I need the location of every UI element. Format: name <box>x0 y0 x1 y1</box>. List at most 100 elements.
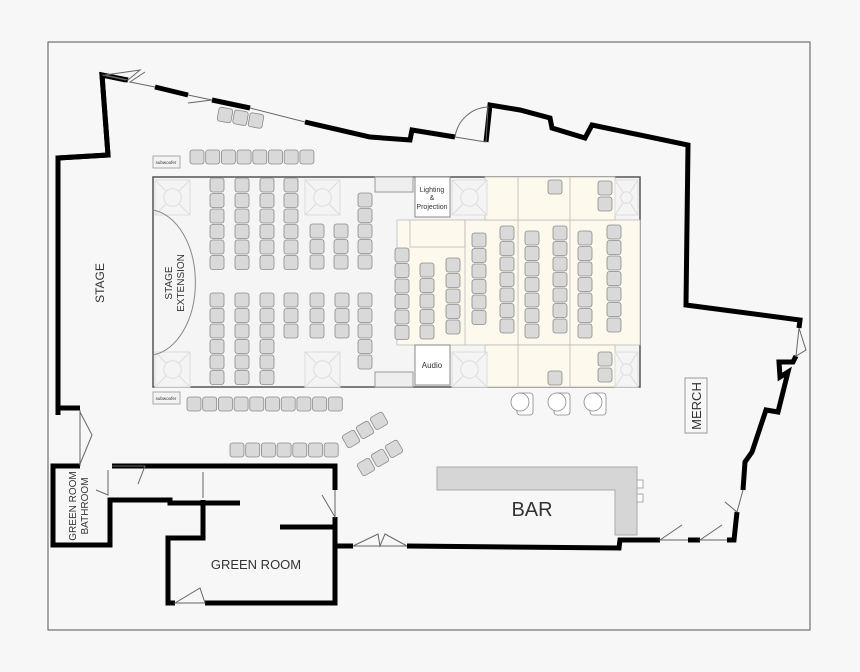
bar-counter <box>436 466 638 536</box>
chair <box>283 239 299 255</box>
chair <box>283 149 299 165</box>
door <box>795 327 807 357</box>
chair <box>309 292 325 308</box>
chair <box>265 396 280 412</box>
chair <box>419 278 435 293</box>
chair <box>471 279 487 294</box>
chair <box>209 339 225 354</box>
chair <box>233 396 249 412</box>
speaker <box>154 351 191 388</box>
chair <box>236 149 252 165</box>
chair <box>577 292 593 308</box>
chair <box>234 208 250 224</box>
chair <box>234 323 250 339</box>
chair <box>299 149 315 165</box>
chair <box>357 323 373 339</box>
chair <box>186 396 202 412</box>
chair <box>309 308 325 323</box>
chair <box>205 149 221 165</box>
speaker <box>451 351 488 388</box>
merch-label: MERCH <box>689 382 704 430</box>
door <box>321 490 336 519</box>
chair <box>341 429 361 449</box>
chair <box>357 223 373 239</box>
chair <box>524 323 540 339</box>
outer-wall-top-2 <box>154 84 189 98</box>
chair <box>357 192 373 208</box>
chair <box>209 239 225 255</box>
speakers <box>154 179 639 388</box>
green-room-label: GREEN ROOM <box>211 557 301 572</box>
chair <box>499 318 515 334</box>
chair <box>445 257 461 273</box>
chair <box>259 292 275 308</box>
chair <box>606 224 622 240</box>
chair <box>216 106 234 124</box>
chair <box>327 396 343 412</box>
chair <box>259 354 275 370</box>
door <box>95 465 146 496</box>
subwoofer <box>152 391 181 405</box>
chair <box>394 294 410 309</box>
chair <box>394 325 410 340</box>
chair <box>259 370 275 385</box>
chair <box>552 225 568 241</box>
chair <box>296 396 312 412</box>
chair <box>283 323 299 339</box>
chair <box>252 149 268 165</box>
chair <box>577 308 593 323</box>
chair <box>259 339 275 354</box>
chair <box>234 292 250 308</box>
chair <box>445 319 461 335</box>
chair <box>357 354 373 370</box>
door <box>698 524 727 541</box>
doors <box>79 69 807 604</box>
chair <box>334 323 350 339</box>
chair <box>597 351 613 367</box>
chair <box>232 109 249 126</box>
chair <box>234 308 250 323</box>
chair <box>259 308 275 323</box>
stairs <box>374 371 414 388</box>
chair <box>259 177 275 193</box>
green-room-east-wall <box>205 517 338 606</box>
chair <box>333 254 349 270</box>
chair <box>234 177 250 193</box>
chair <box>209 323 225 339</box>
outer-wall-south <box>727 511 740 543</box>
chair <box>234 239 250 255</box>
lighting-label: Lighting <box>420 187 445 194</box>
chair <box>249 396 265 412</box>
chair <box>308 442 323 458</box>
chair <box>189 149 205 165</box>
door <box>128 71 156 88</box>
chairs <box>186 106 622 477</box>
chair <box>209 177 225 193</box>
chair <box>471 263 487 279</box>
chair <box>606 302 622 317</box>
speaker <box>451 179 488 216</box>
chair <box>333 239 349 254</box>
chair <box>283 208 299 224</box>
bar-stool <box>636 479 644 489</box>
door <box>352 533 408 548</box>
door <box>454 106 489 143</box>
chair <box>309 254 325 270</box>
chair <box>597 196 613 212</box>
merch-box <box>684 377 708 434</box>
green-room-top-wall <box>112 463 338 490</box>
chair <box>209 308 225 323</box>
chair <box>259 208 275 224</box>
chair <box>499 256 515 272</box>
cocktail-tables <box>510 392 607 416</box>
lighting-label: Projection <box>416 204 447 211</box>
stairs <box>374 176 414 193</box>
chair <box>499 303 515 318</box>
chair <box>259 239 275 255</box>
chair <box>234 255 250 270</box>
chair <box>209 292 225 308</box>
chair <box>209 193 225 208</box>
door <box>173 587 206 604</box>
chair <box>220 149 236 165</box>
lighting-booth <box>414 176 451 218</box>
